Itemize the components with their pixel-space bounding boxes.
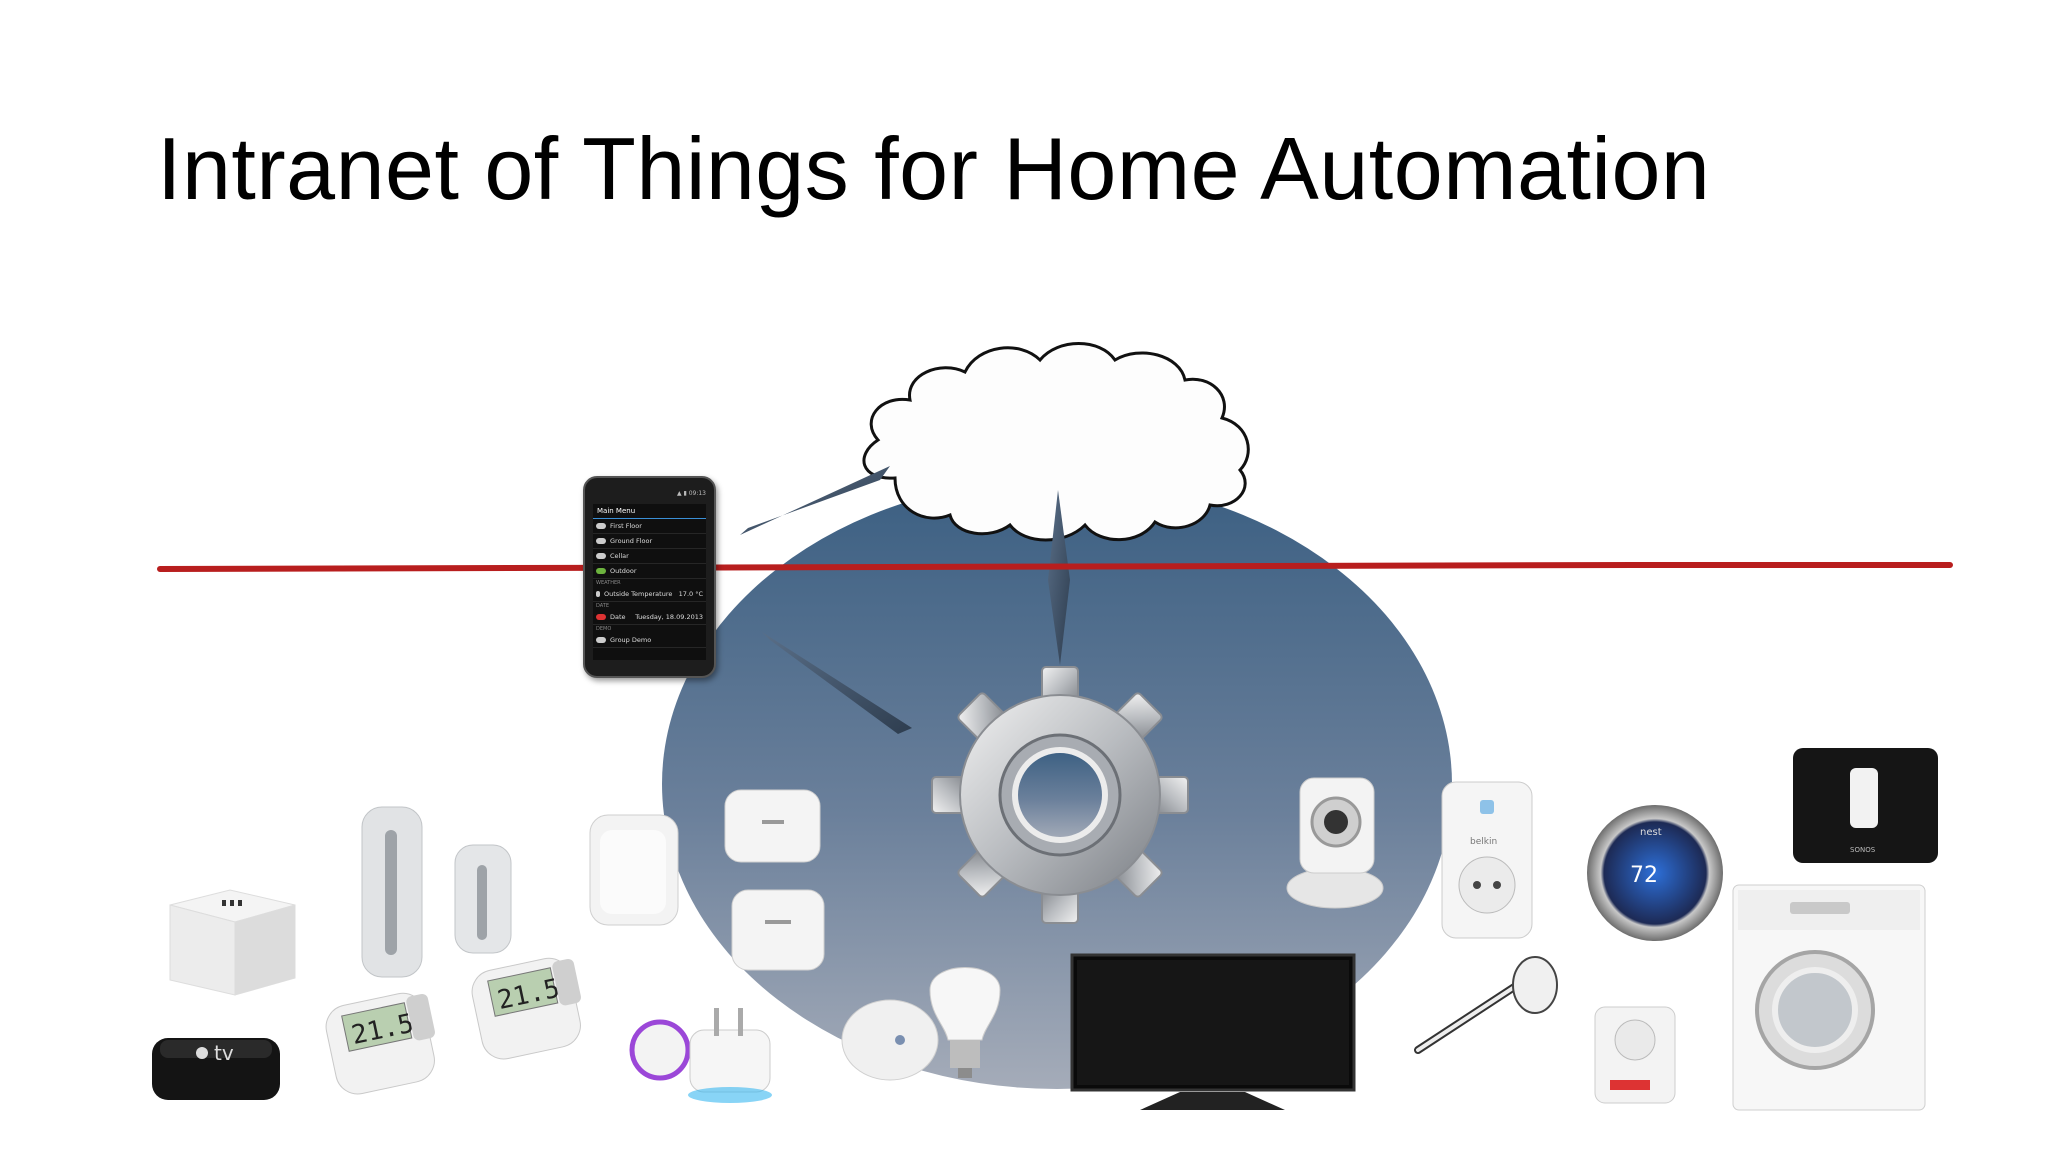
smart-plug-device <box>629 1008 772 1103</box>
group-icon <box>596 637 606 643</box>
phone-status-bar: ▲ ▮ 09:13 <box>676 490 706 497</box>
app-demo-item[interactable]: Group Demo <box>593 633 706 648</box>
belkin-wemo-plug: belkin <box>1441 781 1533 939</box>
sonos-label: SONOS <box>1850 846 1876 854</box>
fritz-dect-plug <box>1594 1006 1676 1104</box>
page-title: Intranet of Things for Home Automation <box>157 119 1711 218</box>
internet-cloud <box>862 342 1250 542</box>
apple-tv-label: tv <box>214 1041 234 1065</box>
apple-tv-device: tv <box>152 1038 280 1100</box>
app-menu-item[interactable]: Outdoor <box>593 564 706 579</box>
arrow-cloud-to-gear <box>1048 490 1070 665</box>
app-menu-item[interactable]: Ground Floor <box>593 534 706 549</box>
belkin-label: belkin <box>1470 837 1497 847</box>
tree-icon <box>596 568 606 574</box>
firewall-line <box>157 561 1953 573</box>
thermometer-icon <box>596 591 600 597</box>
radiator-thermostat-1: 21.5 <box>325 992 435 1095</box>
radiator-thermostat-2: 21.5 <box>471 957 581 1060</box>
ip-camera-device <box>1286 777 1384 909</box>
app-menu-title[interactable]: Main Menu <box>593 504 706 519</box>
floor-icon <box>596 538 606 544</box>
television-device <box>1070 953 1356 1110</box>
floor-icon <box>596 523 606 529</box>
nest-label: nest <box>1640 827 1662 838</box>
floor-icon <box>596 553 606 559</box>
calendar-icon <box>596 614 606 620</box>
gigaset-sensor-1 <box>724 789 821 863</box>
nest-thermostat: nest 72 <box>1587 805 1723 941</box>
smartphone-device: ▲ ▮ 09:13 Main Menu First Floor Ground F… <box>583 476 716 678</box>
arrow-phone-to-gear <box>762 632 912 734</box>
hub-box-device <box>169 889 296 996</box>
sonos-sub-speaker: SONOS <box>1793 748 1938 863</box>
gear-icon <box>931 666 1189 924</box>
app-menu-item[interactable]: Cellar <box>593 549 706 564</box>
washing-machine-device <box>1732 884 1926 1111</box>
philips-hue-kit <box>841 967 1001 1081</box>
gigaset-sensor-2 <box>731 889 825 971</box>
nest-temperature: 72 <box>1630 863 1658 888</box>
stick-sensor-device <box>1414 956 1558 1054</box>
section-weather: WEATHER <box>596 580 621 586</box>
phone-screen: Main Menu First Floor Ground Floor Cella… <box>593 504 706 660</box>
app-menu-item[interactable]: First Floor <box>593 519 706 534</box>
gigaset-base-device <box>589 814 679 926</box>
netatmo-weather-station <box>361 806 512 978</box>
section-date: DATE <box>596 603 610 609</box>
section-demo: DEMO <box>596 626 612 632</box>
arrow-phone-to-cloud <box>740 466 890 535</box>
